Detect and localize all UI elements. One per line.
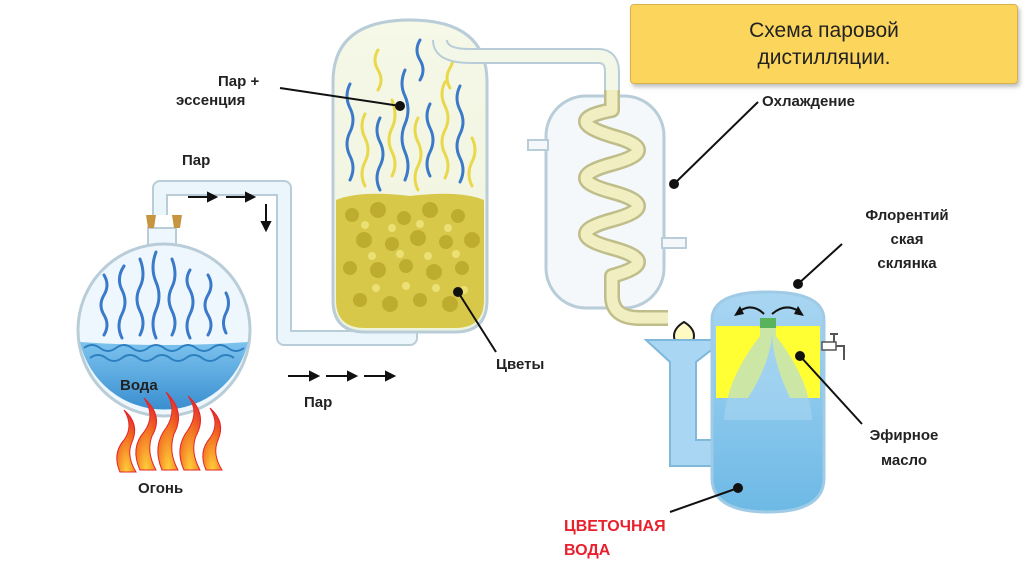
label-steam-bottom: Пар: [304, 394, 333, 411]
vapour-essence: [345, 38, 477, 192]
label-florentine-1: Флорентий: [865, 207, 949, 224]
label-flowers: Цветы: [496, 356, 545, 373]
label-flower-water-1: ЦВЕТОЧНАЯ: [564, 518, 666, 535]
flow-arrows-top: [188, 191, 272, 233]
label-steam-top: Пар: [182, 152, 211, 169]
leader-lines: [279, 87, 863, 513]
title-line-2: дистилляции.: [757, 46, 891, 69]
label-florentine-3: склянка: [877, 255, 937, 272]
title-line-1: Схема паровой: [749, 19, 899, 42]
label-essential-oil-1: Эфирное: [869, 427, 939, 444]
steam-wisps: [99, 250, 230, 340]
condenser-coil: [578, 90, 668, 326]
label-flower-water-2: ВОДА: [564, 542, 611, 559]
vapour-pipe: [432, 39, 620, 90]
fire: [116, 391, 223, 473]
label-essential-oil-2: масло: [880, 452, 928, 469]
label-steam-essence-1: Пар +: [218, 73, 260, 90]
florentine-flask: [643, 290, 845, 514]
label-cooling: Охлаждение: [762, 93, 856, 110]
diagram-title-box: Схема паровой дистилляции.: [630, 4, 1018, 84]
label-water: Вода: [120, 377, 158, 394]
label-fire: Огонь: [138, 480, 184, 497]
flow-arrows-bottom: [288, 370, 397, 382]
label-florentine-2: ская: [890, 231, 924, 248]
flowers-bed: [336, 193, 484, 328]
label-steam-essence-2: эссенция: [176, 92, 246, 109]
